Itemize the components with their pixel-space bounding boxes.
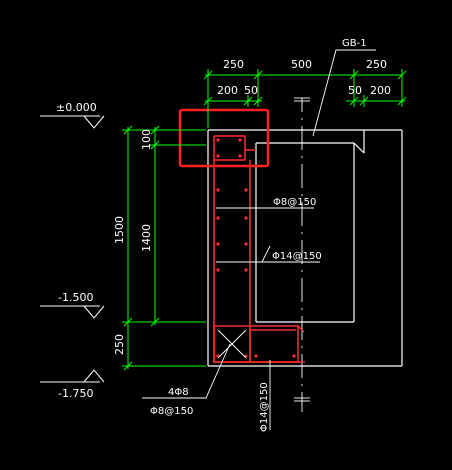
dim-200-left: 200 xyxy=(217,84,238,97)
level-markers xyxy=(40,115,105,383)
dim-vertical-250: 250 xyxy=(113,334,126,355)
rebar-callout-corner-bars: 4Φ8 xyxy=(168,387,189,398)
highlight-box xyxy=(178,108,270,168)
level-bottom: -1.750 xyxy=(58,387,93,400)
rebar-callout-bottom-stirrup: Φ8@150 xyxy=(150,406,193,417)
dim-vertical-1500: 1500 xyxy=(113,216,126,244)
rebar-callout-wall: Φ14@150 xyxy=(272,251,322,262)
rebar-callout-stirrup: Φ8@150 xyxy=(273,197,316,208)
center-line xyxy=(294,97,310,412)
dim-top-500: 500 xyxy=(291,58,312,71)
dim-top-250-right: 250 xyxy=(366,58,387,71)
rebar-cage xyxy=(213,135,305,363)
dim-200-right: 200 xyxy=(370,84,391,97)
leader-lines xyxy=(142,49,376,430)
dim-top-250-left: 250 xyxy=(223,58,244,71)
dimension-lines xyxy=(122,69,407,371)
dim-vertical-100: 100 xyxy=(140,129,153,150)
level-mid: -1.500 xyxy=(58,291,93,304)
dim-50-left: 50 xyxy=(244,84,258,97)
dim-vertical-1400: 1400 xyxy=(140,224,153,252)
structure-outline xyxy=(207,129,403,367)
dim-50-right: 50 xyxy=(348,84,362,97)
cross-mark xyxy=(217,329,247,359)
level-top: ±0.000 xyxy=(56,101,97,114)
rebar-callout-vertical: Φ14@150 xyxy=(259,382,270,432)
component-label: GB-1 xyxy=(342,38,367,49)
